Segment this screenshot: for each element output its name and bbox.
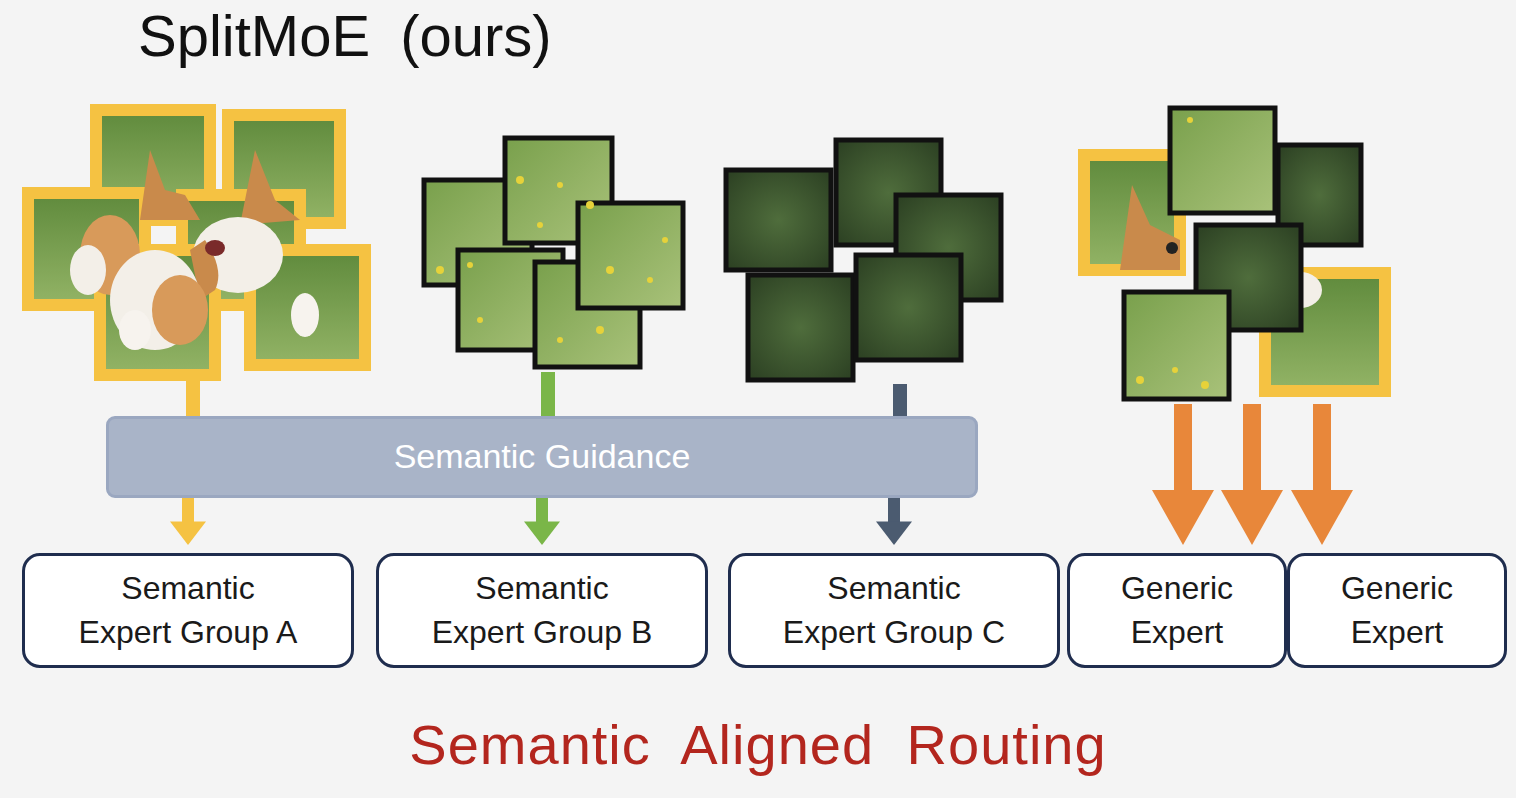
arrow-shaft — [182, 498, 194, 524]
node-label: Generic Expert — [1339, 567, 1455, 653]
diagram-title: SplitMoE (ours) — [138, 2, 552, 69]
node-label: Semantic Expert Group C — [781, 567, 1007, 653]
arrow-head — [876, 522, 912, 546]
expert-box: Semantic Expert Group A — [22, 553, 354, 668]
node-label: Generic Expert — [1119, 567, 1235, 653]
grass-patches — [424, 138, 683, 367]
dog-patches — [28, 110, 365, 375]
mixed-patches — [1084, 108, 1385, 399]
generic-arrows — [1152, 404, 1353, 545]
diagram-caption: Semantic Aligned Routing — [0, 712, 1516, 777]
expert-box: Semantic Expert Group C — [728, 553, 1060, 668]
stub — [541, 372, 555, 418]
expert-box: Semantic Expert Group B — [376, 553, 708, 668]
arrow-shaft — [888, 498, 900, 524]
guidance-arrow — [876, 498, 912, 545]
guidance-arrow — [170, 498, 206, 545]
expert-box: Generic Expert — [1287, 553, 1507, 668]
dog-figure — [70, 150, 319, 350]
node-label: Semantic Expert Group A — [77, 567, 300, 653]
stub — [893, 384, 907, 418]
arrow-shaft — [536, 498, 548, 524]
node-label: Semantic Expert Group B — [430, 567, 655, 653]
background-patches — [726, 140, 1001, 380]
flower-dots — [436, 176, 668, 343]
expert-box: Generic Expert — [1067, 553, 1287, 668]
node-label: Semantic Guidance — [394, 434, 691, 480]
arrow-head — [524, 522, 560, 546]
arrow-head — [170, 522, 206, 546]
guidance-arrow — [524, 498, 560, 545]
guidance-band: Semantic Guidance — [106, 416, 978, 498]
